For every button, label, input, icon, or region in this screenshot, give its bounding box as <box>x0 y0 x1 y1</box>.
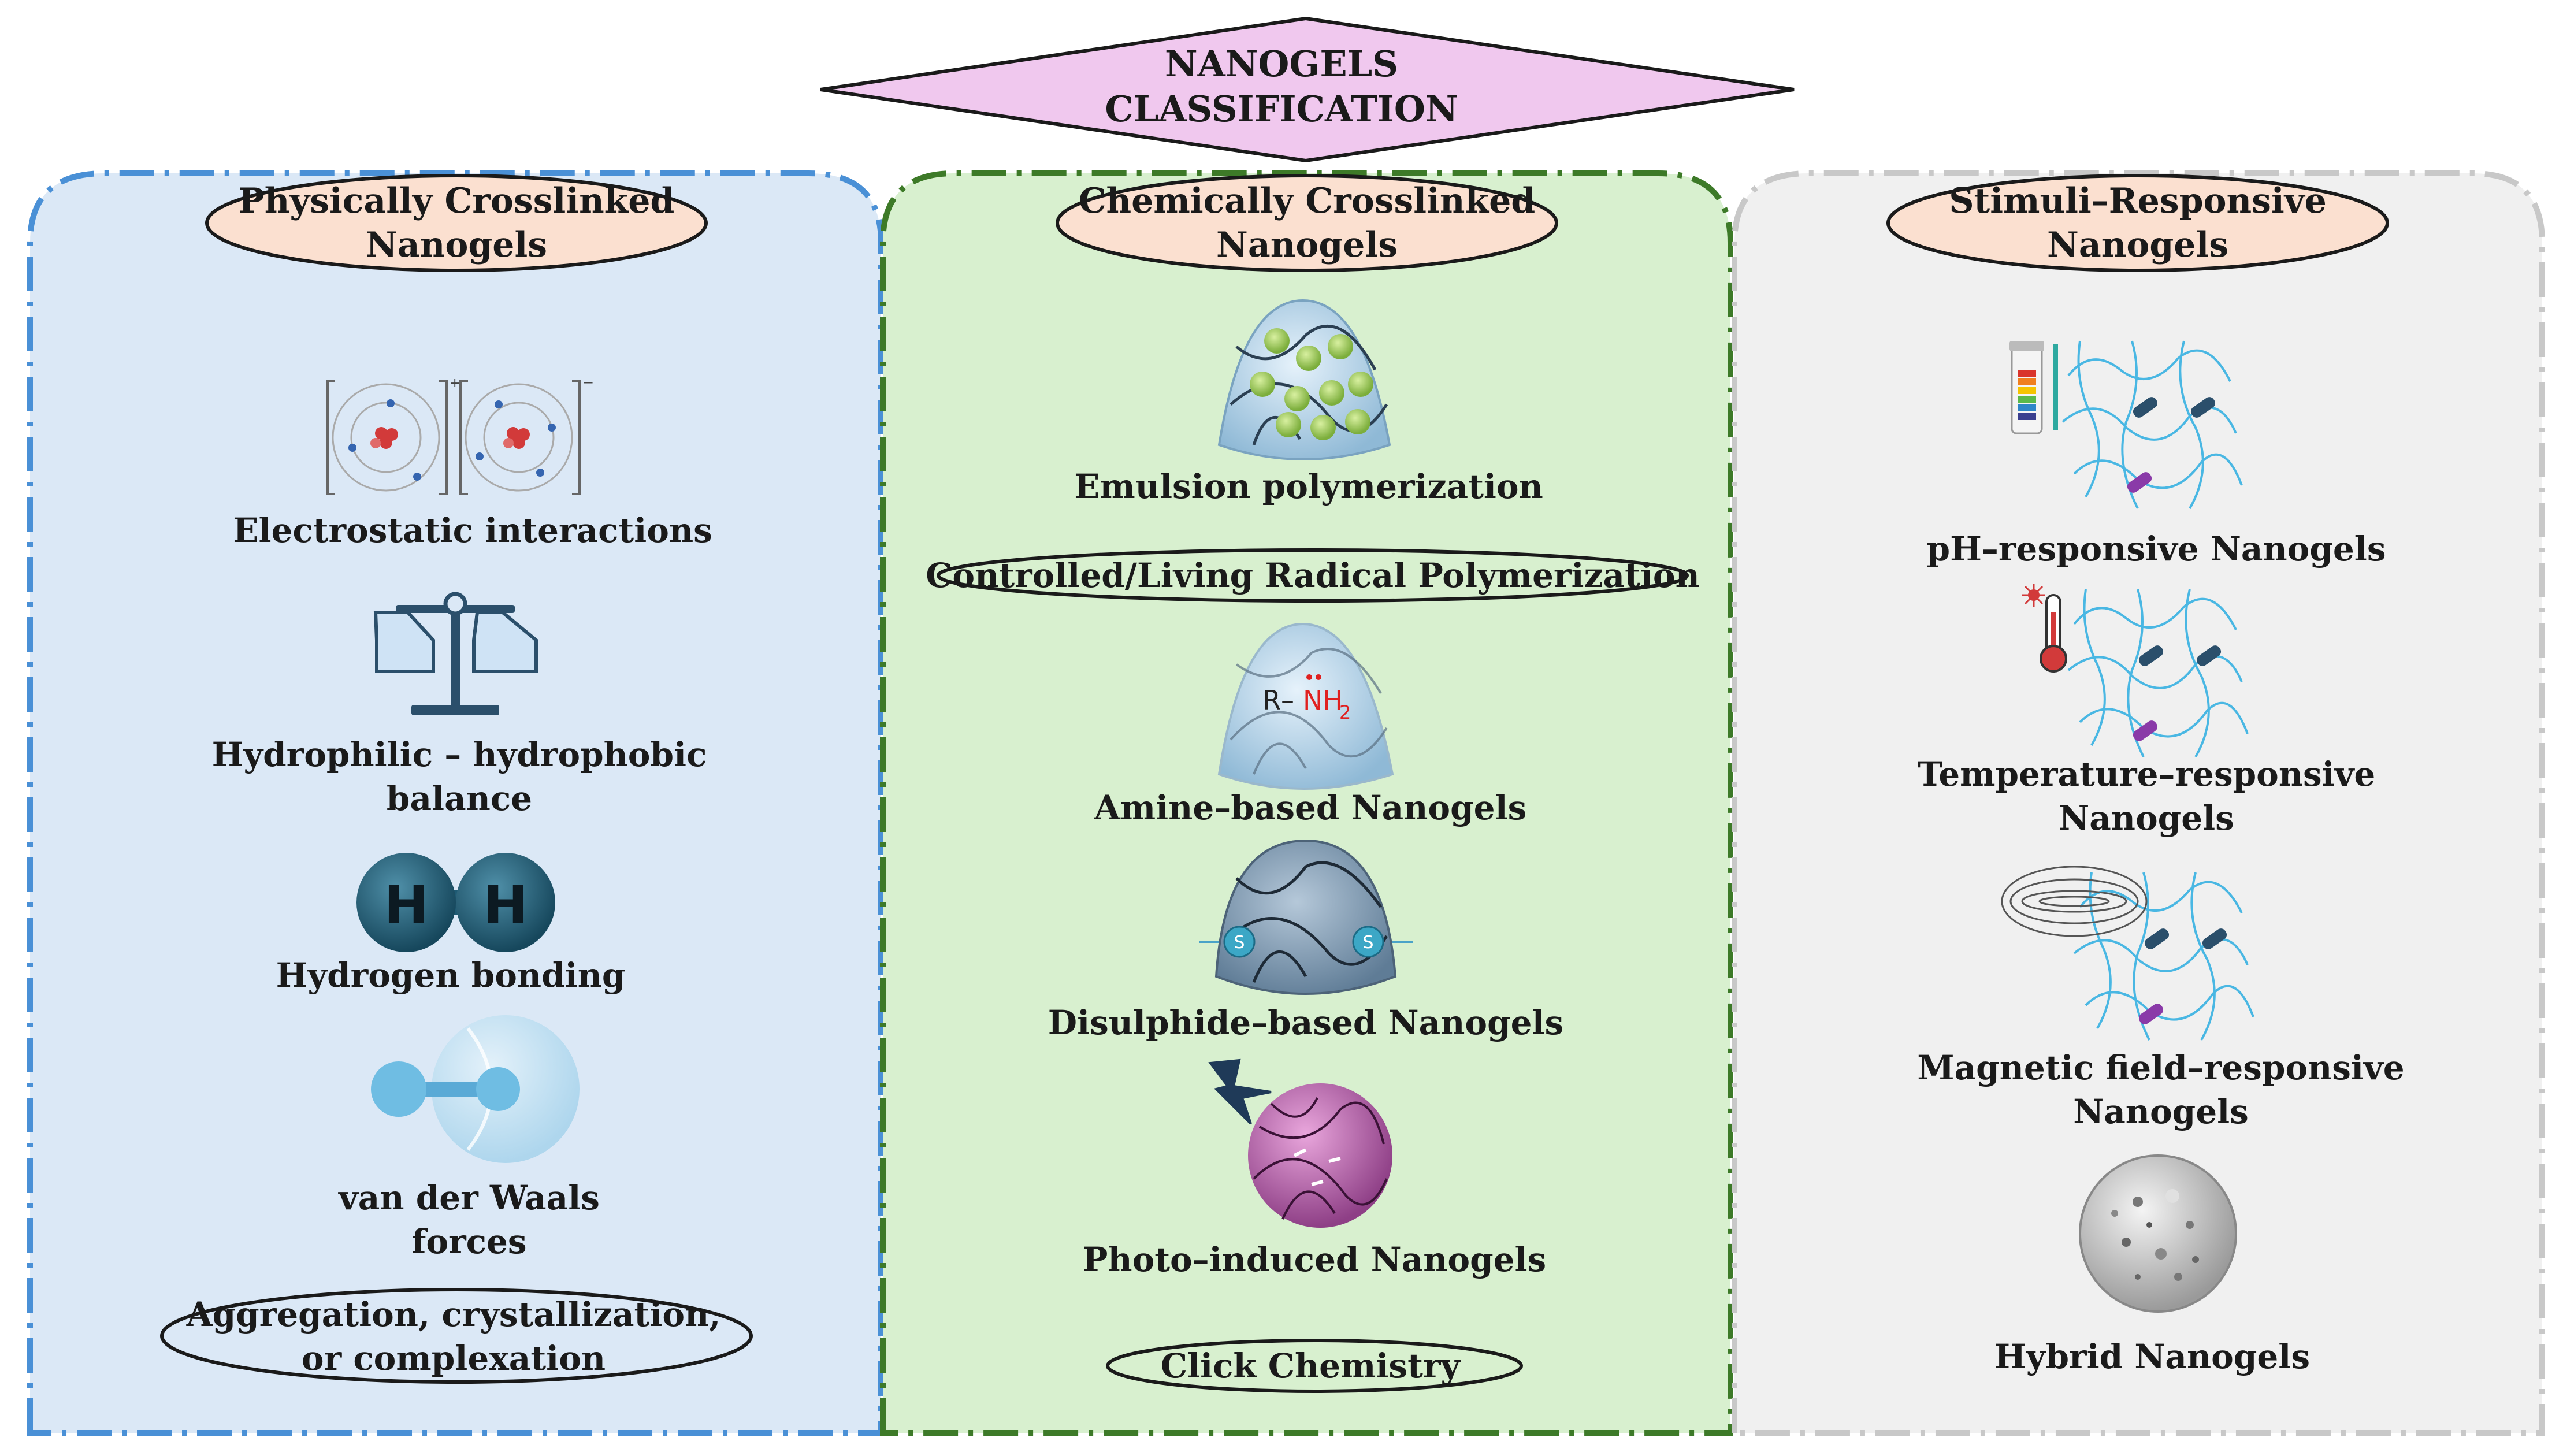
hybrid-label-text: Hybrid Nanogels <box>1994 1337 2310 1376</box>
chemical-crosslinked-panel <box>880 170 1733 1436</box>
chemical-header-line-2: Nanogels <box>1216 225 1398 265</box>
chemical-header-ellipse <box>1056 174 1558 272</box>
physical-header-line-2: Nanogels <box>365 225 548 265</box>
physical-header: Physically Crosslinked Nanogels <box>239 179 675 267</box>
van-der-waals-label-line-2: forces <box>411 1222 527 1261</box>
title-line-2: CLASSIFICATION <box>1105 88 1458 130</box>
ph-responsive-label-text: pH–responsive Nanogels <box>1926 529 2386 569</box>
hydrogen-molecule-icon: H H <box>356 853 555 952</box>
hydrophilic-label-line-2: balance <box>386 779 533 818</box>
photo-induced-label: Photo–induced Nanogels <box>1083 1238 1546 1282</box>
controlled-radical-label-text: Controlled/Living Radical Polymerization <box>926 556 1700 595</box>
electrostatic-label-text: Electrostatic interactions <box>233 511 712 550</box>
stimuli-header: Stimuli–Responsive Nanogels <box>1949 179 2327 267</box>
hydrophilic-label-line-1: Hydrophilic – hydrophobic <box>211 735 707 774</box>
stimuli-header-ellipse <box>1886 174 2389 272</box>
hybrid-label: Hybrid Nanogels <box>1994 1335 2310 1379</box>
stimuli-header-line-2: Nanogels <box>2046 225 2229 265</box>
amine-label-text: Amine–based Nanogels <box>1094 788 1527 827</box>
hydrogen-bonding-label-text: Hydrogen bonding <box>276 956 626 995</box>
physical-header-ellipse <box>205 174 708 272</box>
amine-nanogel-icon: R– NH 2 <box>1217 622 1394 790</box>
photo-induced-label-text: Photo–induced Nanogels <box>1082 1240 1547 1279</box>
aggregation-ellipse <box>160 1288 753 1384</box>
hybrid-sphere-icon <box>2079 1154 2237 1313</box>
electrostatic-label: Electrostatic interactions <box>233 508 712 552</box>
svg-text:+: + <box>450 376 460 391</box>
aggregation-label-line-2: or complexation <box>301 1339 606 1378</box>
emulsion-label: Emulsion polymerization <box>1074 465 1543 508</box>
hydrophilic-label: Hydrophilic – hydrophobic balance <box>212 733 707 820</box>
photo-nanogel-icon <box>1208 1058 1392 1228</box>
sulfur-left-label: S <box>1234 933 1245 953</box>
balance-scale-icon <box>373 592 538 715</box>
diagram-title: NANOGELS CLASSIFICATION <box>1105 42 1458 132</box>
controlled-radical-label: Controlled/Living Radical Polymerization <box>926 554 1700 597</box>
svg-text:−: − <box>582 374 594 391</box>
van-der-waals-label-line-1: van der Waals <box>339 1178 600 1217</box>
thermometer-icon <box>2022 584 2067 673</box>
ph-network-icon <box>2061 340 2243 509</box>
controlled-radical-ellipse <box>937 548 1689 603</box>
amine-subscript-label: 2 <box>1339 701 1351 723</box>
ph-test-tube-icon <box>2009 341 2058 434</box>
disulphide-nanogel-icon: S S <box>1199 839 1413 995</box>
emulsion-nanogel-icon <box>1217 299 1391 460</box>
svg-text:H: H <box>384 874 429 936</box>
amine-r-label: R– <box>1262 685 1294 716</box>
magnetic-responsive-label-line-1: Magnetic field–responsive <box>1917 1048 2405 1087</box>
ph-responsive-label: pH–responsive Nanogels <box>1927 527 2386 571</box>
physical-header-line-1: Physically Crosslinked <box>238 181 675 221</box>
sulfur-right-label: S <box>1362 933 1373 953</box>
stimuli-responsive-panel <box>1732 170 2545 1436</box>
emulsion-label-text: Emulsion polymerization <box>1074 467 1543 506</box>
van-der-waals-label: van der Waals forces <box>339 1176 600 1264</box>
magnetic-responsive-label-line-2: Nanogels <box>2073 1092 2249 1131</box>
disulphide-label: Disulphide–based Nanogels <box>1048 1001 1563 1045</box>
electrostatic-atoms-icon: + − <box>326 374 594 495</box>
temperature-responsive-label-line-1: Temperature–responsive <box>1917 755 2376 794</box>
chemical-header-line-1: Chemically Crosslinked <box>1078 181 1536 221</box>
title-diamond <box>820 16 1795 163</box>
amine-nh-label: NH <box>1303 685 1343 716</box>
disulphide-label-text: Disulphide–based Nanogels <box>1048 1003 1564 1042</box>
click-chemistry-label-text: Click Chemistry <box>1160 1346 1461 1386</box>
temperature-responsive-label: Temperature–responsive Nanogels <box>1918 752 2376 840</box>
aggregation-label: Aggregation, crystallization, or complex… <box>187 1292 721 1380</box>
amine-label: Amine–based Nanogels <box>1094 786 1527 830</box>
temperature-responsive-label-line-2: Nanogels <box>2059 798 2234 838</box>
title-line-1: NANOGELS <box>1164 43 1399 85</box>
click-chemistry-label: Click Chemistry <box>1161 1344 1460 1388</box>
svg-text:H: H <box>484 874 528 936</box>
stimuli-header-line-1: Stimuli–Responsive <box>1949 181 2327 221</box>
magnet-network-icon <box>2073 872 2254 1041</box>
thermometer-network-icon <box>2067 589 2249 757</box>
magnetic-field-lines-icon <box>2001 866 2148 937</box>
hydrogen-bonding-label: Hydrogen bonding <box>276 953 626 997</box>
click-chemistry-ellipse <box>1106 1339 1523 1393</box>
aggregation-label-line-1: Aggregation, crystallization, <box>186 1295 721 1334</box>
van-der-waals-icon <box>371 1015 580 1163</box>
magnetic-responsive-label: Magnetic field–responsive Nanogels <box>1917 1046 2404 1134</box>
physical-crosslinked-panel <box>27 170 884 1436</box>
chemical-header: Chemically Crosslinked Nanogels <box>1079 179 1535 267</box>
